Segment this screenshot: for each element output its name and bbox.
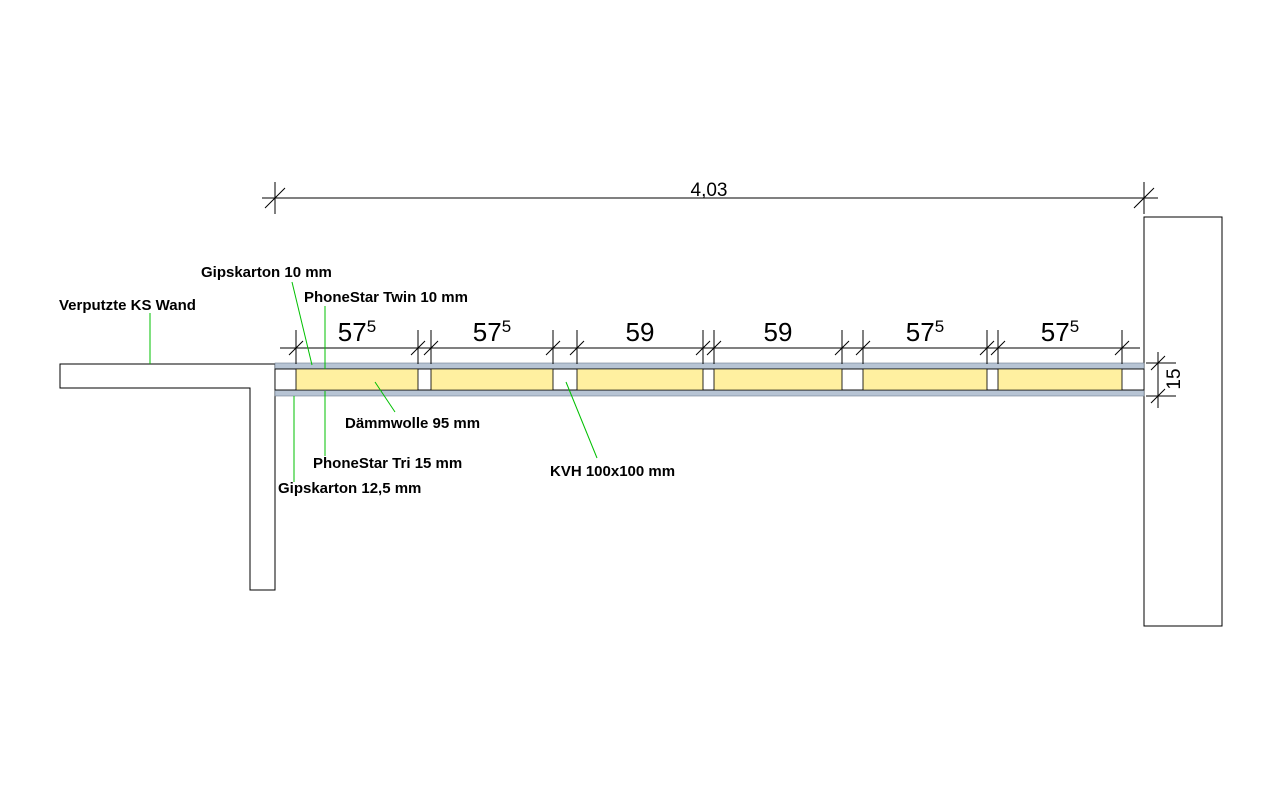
spacing-dimension-line: [280, 330, 1140, 364]
total-dimension-text: 4,03: [691, 180, 728, 201]
total-dimension: [262, 182, 1158, 214]
spacing-5: 575: [906, 317, 944, 347]
kvh-stud: [986, 368, 999, 391]
kvh-stud: [1121, 368, 1145, 391]
insulation-field: [430, 368, 554, 391]
kvh-stud: [274, 368, 297, 391]
bottom-board-layer: [274, 389, 1145, 397]
label-gipskarton-125: Gipskarton 12,5 mm: [278, 480, 421, 497]
thickness-text: 15: [1164, 368, 1185, 389]
insulation-field: [713, 368, 843, 391]
insulation-field: [862, 368, 988, 391]
thickness-dimension: [1146, 352, 1176, 408]
insulation-field: [295, 368, 419, 391]
label-phonestar-twin: PhoneStar Twin 10 mm: [304, 289, 468, 306]
label-daemmwolle: Dämmwolle 95 mm: [345, 415, 480, 432]
label-kvh: KVH 100x100 mm: [550, 463, 675, 480]
kvh-stud: [552, 368, 578, 391]
spacing-1: 575: [338, 317, 376, 347]
right-wall: [1143, 216, 1223, 627]
spacing-3: 59: [626, 317, 655, 347]
spacing-6: 575: [1041, 317, 1079, 347]
kvh-stud: [417, 368, 432, 391]
top-board-layer: [274, 362, 1145, 370]
insulation-field: [997, 368, 1123, 391]
partition-wall: [274, 362, 1145, 397]
label-phonestar-tri: PhoneStar Tri 15 mm: [313, 455, 462, 472]
spacing-4: 59: [764, 317, 793, 347]
insulation-field: [576, 368, 704, 391]
leader-lines: [149, 281, 598, 482]
label-ks-wall: Verputzte KS Wand: [59, 297, 196, 314]
label-gipskarton-10: Gipskarton 10 mm: [201, 264, 332, 281]
spacing-2: 575: [473, 317, 511, 347]
kvh-stud: [841, 368, 864, 391]
kvh-stud: [702, 368, 715, 391]
ks-wall: [59, 363, 276, 591]
